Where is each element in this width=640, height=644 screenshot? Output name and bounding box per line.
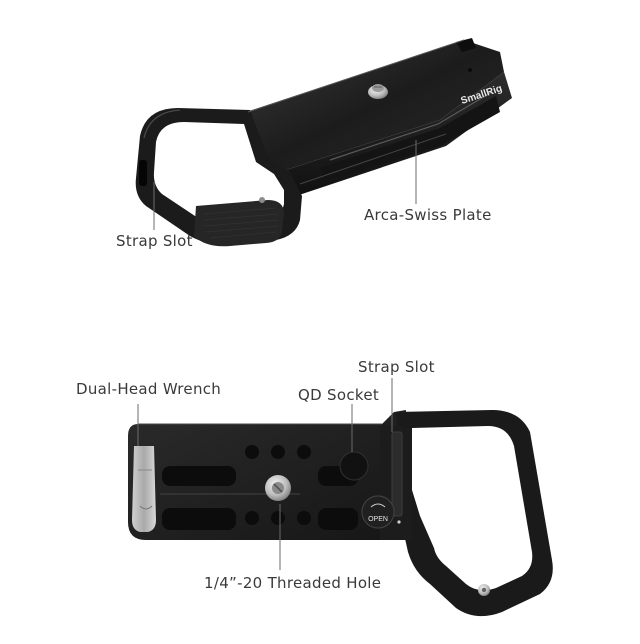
wrench-icon xyxy=(132,446,156,532)
bottom-view-plate xyxy=(128,410,553,617)
threaded-hole-screw-icon xyxy=(265,475,291,501)
callout-top-strap-slot: Strap Slot xyxy=(116,232,193,250)
bottom-slots xyxy=(162,466,358,530)
top-view-plate xyxy=(246,38,512,196)
callout-bottom-strap-slot: Strap Slot xyxy=(358,358,435,376)
open-button-label: OPEN xyxy=(368,516,388,523)
callout-qd-socket: QD Socket xyxy=(298,386,380,404)
callout-threaded-hole: 1/4”-20 Threaded Hole xyxy=(204,574,382,592)
leader-lines xyxy=(137,140,417,570)
bottom-strap-slot-hole xyxy=(391,431,403,517)
callout-dual-head-wrench: Dual-Head Wrench xyxy=(76,380,222,398)
qd-socket-hole xyxy=(339,451,369,481)
open-button: OPEN xyxy=(361,495,395,529)
top-strap-slot-hole xyxy=(139,160,147,186)
bottom-holes xyxy=(245,445,311,525)
callout-arca-swiss-plate: Arca-Swiss Plate xyxy=(364,206,492,224)
top-view-grip-frame xyxy=(135,39,465,247)
